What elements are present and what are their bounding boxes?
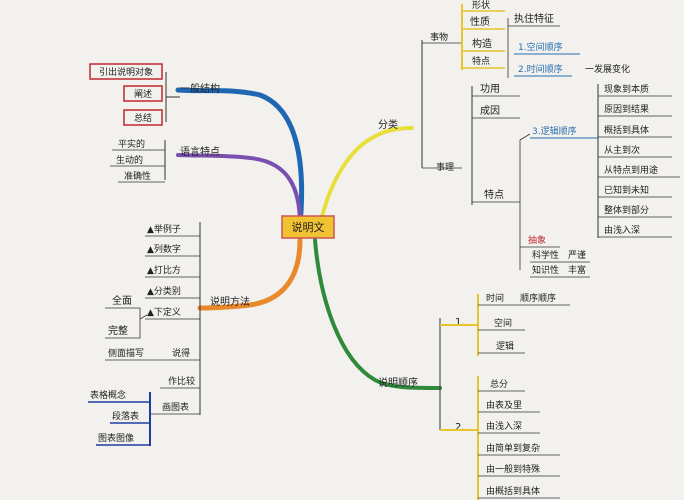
things-label: 事物	[430, 31, 448, 43]
things-feature-label: 执住特征	[514, 12, 554, 25]
general-item-box-2	[123, 85, 163, 102]
order-g2-item-6: 由概括到具体	[486, 485, 540, 497]
logic-abstract: 抽象	[528, 234, 546, 246]
logic-func-1: 功用	[480, 83, 500, 95]
method-3: ▲打比方	[147, 264, 181, 276]
language-item-3: 准确性	[124, 170, 151, 182]
draw-sub-1: 表格概念	[90, 389, 126, 401]
general-item-box-1	[89, 63, 163, 80]
method-draw: 画图表	[162, 401, 189, 413]
order-g1-sub: 顺序顺序	[520, 292, 556, 304]
language-label: 语言特点	[180, 145, 220, 158]
general-item-box-3	[123, 109, 163, 126]
method-2: ▲列数字	[147, 243, 181, 255]
order-g2-item-3: 由浅入深	[486, 420, 522, 432]
branch-general	[175, 87, 305, 228]
logic-item-3: 概括到具体	[604, 124, 649, 136]
logic-item-2: 原因到结果	[604, 103, 649, 115]
order-label: 说明顺序	[378, 376, 418, 389]
branch-category	[318, 126, 414, 227]
method-4: ▲分类别	[147, 285, 181, 297]
method-complete-2: 完整	[108, 324, 128, 337]
logic-sci: 科学性	[532, 249, 559, 261]
logic-func-2: 成因	[480, 105, 500, 117]
order-group2-num: 2.	[455, 422, 465, 433]
logic-sci2: 严谨	[568, 249, 586, 261]
branch-methods	[197, 237, 303, 311]
draw-sub-3: 图表图像	[98, 432, 134, 444]
branch-order	[313, 238, 442, 390]
method-1: ▲举例子	[147, 223, 181, 235]
order-group1-num: 1.	[455, 317, 465, 328]
order-g1-item-1: 时间	[486, 292, 504, 304]
language-item-1: 平实的	[118, 138, 145, 150]
things-dev: 一发展变化	[585, 63, 630, 75]
logic-know2: 丰富	[568, 264, 586, 276]
things-feature-2: 2.时间顺序	[518, 63, 563, 75]
logic-item-6: 已知到未知	[604, 184, 649, 196]
logic-item-1: 现象到本质	[604, 83, 649, 95]
logic-item-5: 从特点到用途	[604, 164, 658, 176]
logic-item-8: 由浅入深	[604, 224, 640, 236]
general-label: 一般结构	[180, 82, 220, 95]
things-feature-1: 1.空间顺序	[518, 41, 563, 53]
order-g1-item-2: 空间	[494, 317, 512, 329]
category-label: 分类	[378, 118, 398, 131]
draw-sub-2: 段落表	[112, 410, 139, 422]
logic-item-4: 从主到次	[604, 144, 640, 156]
method-quote: 说得	[172, 347, 190, 359]
things-item-2: 性质	[470, 15, 490, 28]
things-item-3: 构造	[472, 37, 492, 50]
method-side: 侧面描写	[108, 347, 144, 359]
center-label: 说明文	[292, 220, 325, 234]
logic-item-7: 整体到部分	[604, 204, 649, 216]
order-g2-item-5: 由一般到特殊	[486, 463, 540, 475]
things-item-1: 形状	[472, 0, 490, 11]
order-g2-item-2: 由表及里	[486, 399, 522, 411]
center-box	[281, 215, 335, 239]
general-item-2: 阐述	[134, 88, 152, 100]
general-item-1: 引出说明对象	[99, 66, 153, 78]
method-5: ▲下定义	[147, 306, 181, 318]
logic-knowledge: 知识性	[532, 264, 559, 276]
branch-language	[176, 153, 302, 227]
methods-label: 说明方法	[210, 295, 250, 308]
method-compare: 作比较	[168, 375, 195, 387]
order-g2-item-4: 由简单到复杂	[486, 442, 540, 454]
order-g2-item-1: 总分	[490, 378, 508, 390]
language-item-2: 生动的	[116, 154, 143, 166]
things-item-4: 特点	[472, 55, 490, 67]
logic-order-label: 3.逻辑顺序	[532, 125, 577, 137]
logic-feature: 特点	[484, 189, 504, 201]
order-g1-item-3: 逻辑	[496, 340, 514, 352]
general-item-3: 总结	[134, 112, 152, 124]
logic-label: 事理	[436, 161, 454, 173]
method-complete-1: 全面	[112, 294, 132, 307]
